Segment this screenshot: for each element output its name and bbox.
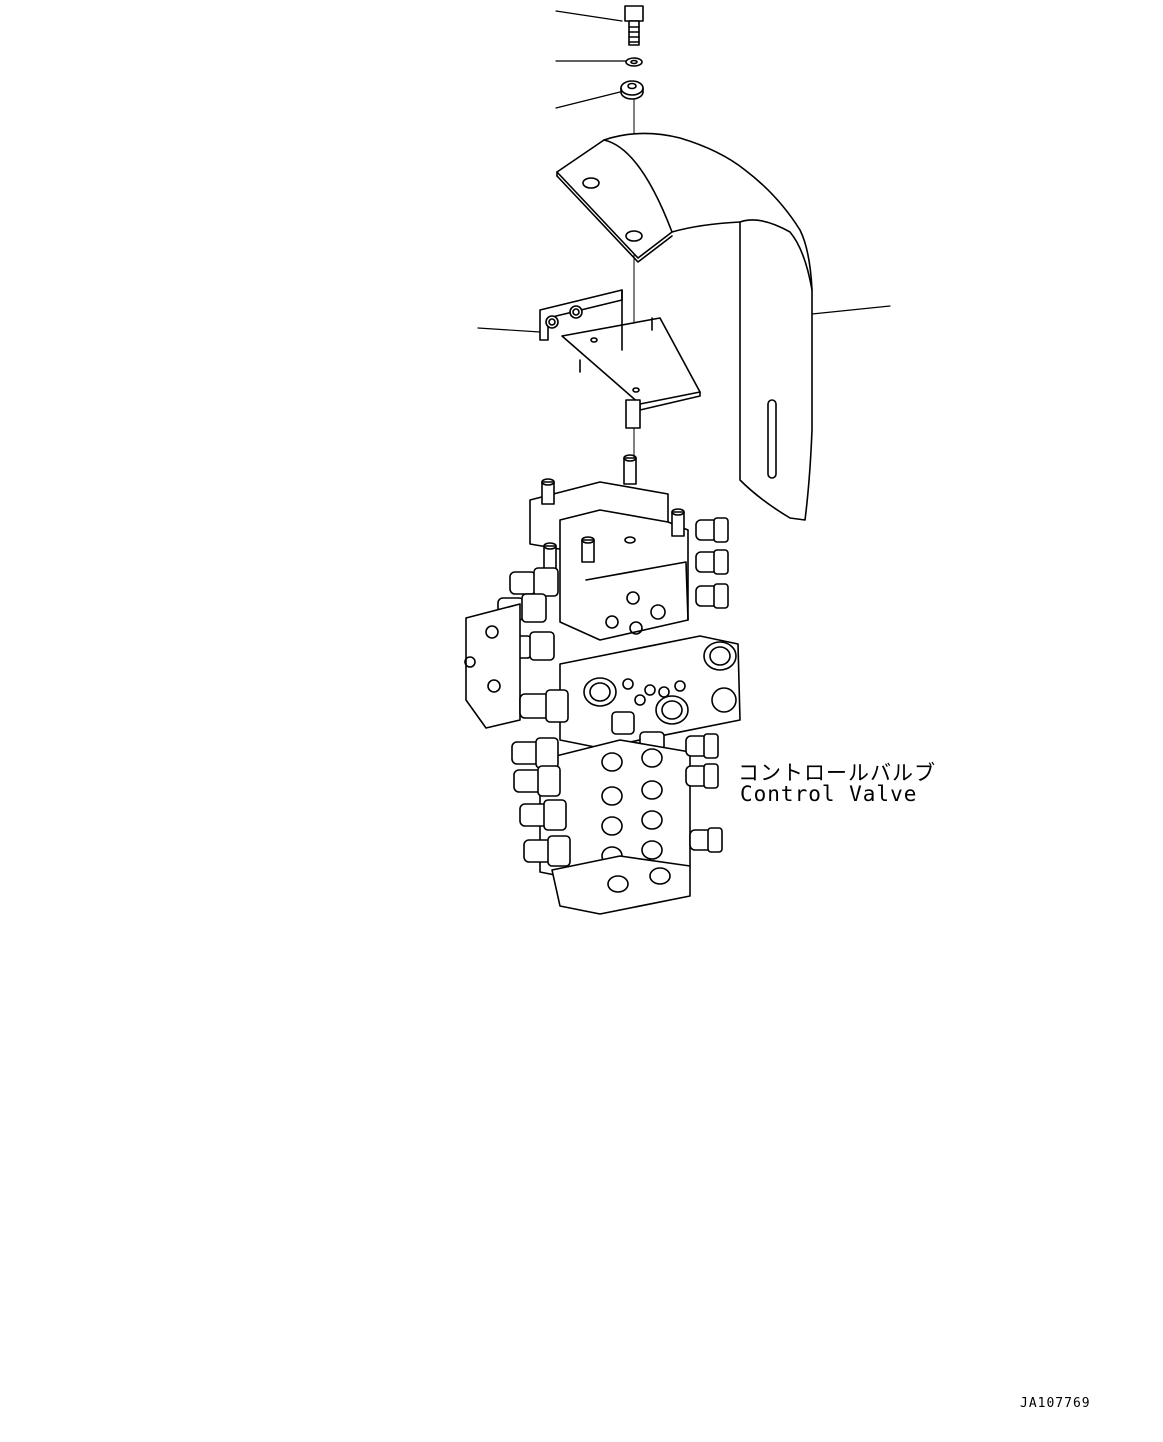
- small-bracket: [540, 290, 700, 428]
- top-flat-washer: [621, 81, 643, 99]
- component-label-en: Control Valve: [740, 782, 918, 806]
- leader-lines-top: [556, 11, 626, 108]
- component-label-jp: コントロールバルブ: [738, 761, 936, 785]
- control-valve-body: [465, 455, 740, 914]
- drawing-id: JA107769: [1020, 1396, 1091, 1411]
- top-bolt: [625, 6, 643, 45]
- valve-cover: [557, 133, 812, 520]
- top-spring-washer: [626, 58, 642, 66]
- leader-line-cover: [812, 306, 890, 314]
- leader-line-small-bracket: [478, 328, 540, 332]
